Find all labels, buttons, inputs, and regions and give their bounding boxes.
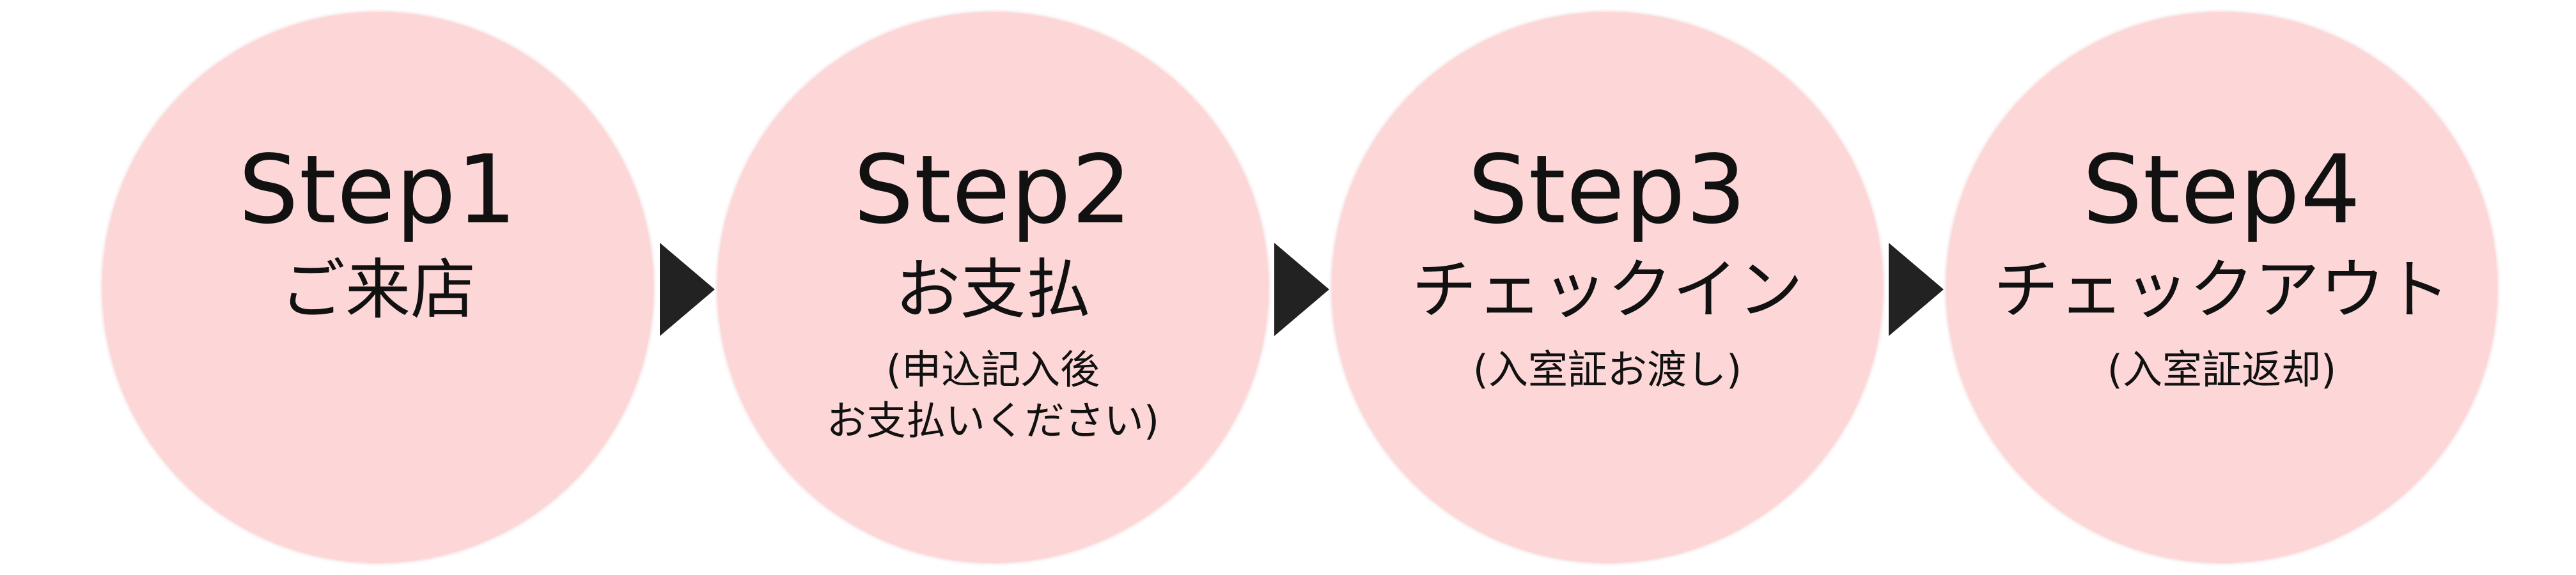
step-1-name: ご来店 [280,252,476,328]
step-4-circle: Step4 チェックアウト (入室証返却) [1946,12,2497,563]
step-3-circle: Step3 チェックイン (入室証お渡し) [1332,12,1883,563]
step-2-circle: Step2 お支払 (申込記入後 お支払いください) [717,12,1268,563]
step-3-note: (入室証お渡し) [1472,346,1742,393]
step-4-note: (入室証返却) [2107,346,2337,393]
triangle-right-arrow-icon [1274,243,1329,336]
step-2-name: お支払 [895,252,1091,328]
step-4-name: チェックアウト [1994,252,2450,328]
step-2-note: (申込記入後 お支払いください) [826,346,1160,444]
triangle-right-arrow-icon [660,243,715,336]
triangle-right-arrow-icon [1889,243,1944,336]
step-1-circle: Step1 ご来店 [102,12,653,563]
step-2-title: Step2 [853,135,1133,245]
step-3-name: チェックイン [1412,252,1803,328]
step-3-title: Step3 [1467,135,1747,245]
step-1-title: Step1 [238,135,518,245]
step-4-title: Step4 [2082,135,2362,245]
